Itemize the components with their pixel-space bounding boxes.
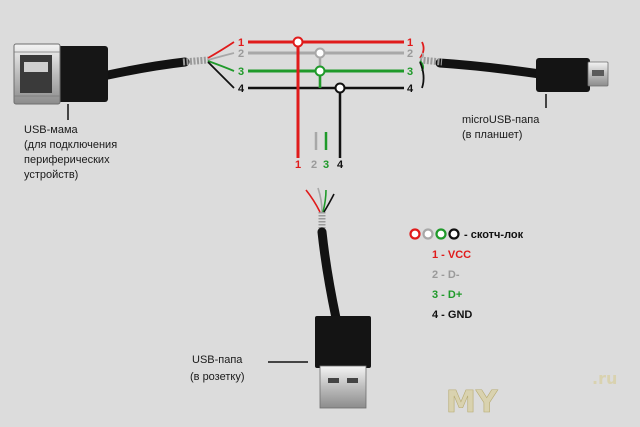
- legend-item-dminus: 2 - D-: [432, 269, 460, 281]
- horizontal-wires: [248, 40, 404, 90]
- wire-number-right-2: 2: [407, 48, 413, 60]
- usb-male-label-line-1: USB-папа: [192, 354, 243, 366]
- wire-number-left-1: 1: [238, 37, 244, 49]
- legend: - скотч-лок 1 - VCC 2 - D- 3 - D+ 4 - GN…: [409, 228, 524, 321]
- wire-numbers-left: 1 2 3 4: [238, 37, 245, 95]
- usb-male-label: USB-папа (в розетку): [190, 354, 244, 383]
- usb-female-connector: [13, 43, 108, 105]
- watermark-suffix: .ru: [592, 369, 617, 388]
- vertical-wires: [296, 42, 342, 158]
- micro-usb-label-line-1: microUSB-папа: [462, 114, 540, 126]
- splice-node-dplus: [314, 65, 326, 77]
- micro-usb-connector: [536, 58, 609, 92]
- wire-number-bottom-4: 4: [337, 159, 344, 171]
- legend-item-dplus: 3 - D+: [432, 289, 462, 301]
- usb-female-label-line-2: (для подключения: [24, 139, 117, 151]
- legend-splice-icon-dplus: [435, 228, 447, 240]
- legend-splice-icon-gnd: [448, 228, 460, 240]
- wire-number-bottom-1: 1: [295, 159, 301, 171]
- left-cable: [103, 41, 235, 89]
- wire-number-bottom-3: 3: [323, 159, 329, 171]
- legend-item-vcc: 1 - VCC: [432, 249, 471, 261]
- wire-numbers-right: 1 2 3 4: [407, 37, 414, 95]
- wire-number-right-3: 3: [407, 66, 413, 78]
- usb-female-label: USB-мама (для подключения периферических…: [24, 124, 117, 181]
- micro-usb-label: microUSB-папа (в планшет): [462, 114, 540, 141]
- legend-splice-icon-dminus: [422, 228, 434, 240]
- wire-numbers-bottom: 1 2 3 4: [295, 159, 344, 171]
- splice-nodes: [292, 36, 346, 94]
- micro-usb-label-line-2: (в планшет): [462, 129, 522, 141]
- wire-number-left-3: 3: [238, 66, 244, 78]
- wire-number-left-2: 2: [238, 48, 244, 60]
- bottom-cable: [305, 187, 341, 323]
- usb-female-label-line-3: периферических: [24, 154, 110, 166]
- watermark-logo: MY: [446, 385, 499, 420]
- wire-number-bottom-2: 2: [311, 159, 317, 171]
- usb-female-label-line-1: USB-мама: [24, 124, 79, 136]
- legend-splice-label: - скотч-лок: [464, 229, 524, 241]
- splice-node-gnd: [334, 82, 346, 94]
- watermark: MY .ru: [446, 369, 618, 420]
- legend-item-gnd: 4 - GND: [432, 309, 472, 321]
- usb-female-label-line-4: устройств): [24, 169, 78, 181]
- usb-male-label-line-2: (в розетку): [190, 371, 244, 383]
- usb-male-connector: [315, 316, 371, 409]
- splice-node-dminus: [314, 47, 326, 59]
- wire-number-right-4: 4: [407, 83, 414, 95]
- right-cable: [419, 41, 545, 89]
- wire-number-right-1: 1: [407, 37, 413, 49]
- legend-splice-icon-vcc: [409, 228, 421, 240]
- splice-node-vcc: [292, 36, 304, 48]
- wire-number-left-4: 4: [238, 83, 245, 95]
